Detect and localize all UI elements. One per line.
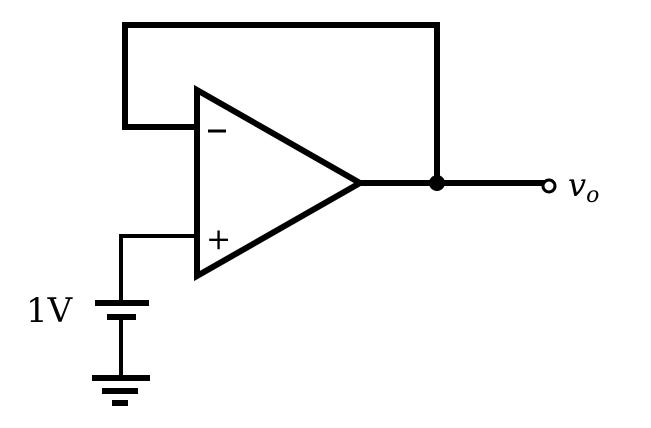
output-voltage-symbol: v (568, 166, 586, 204)
noninverting-input-sign: + (206, 222, 231, 257)
inverting-input-sign: − (0, 0, 1, 1)
source-voltage-label: 1V (26, 291, 74, 331)
output-terminal (541, 178, 557, 194)
output-junction-dot (429, 175, 445, 191)
ground-icon (92, 375, 150, 406)
noninverting-input-wire (119, 234, 197, 303)
feedback-wire (122, 22, 440, 186)
output-voltage-label: vo (568, 166, 599, 208)
output-voltage-subscript: o (586, 183, 599, 208)
opamp-triangle (194, 84, 367, 282)
